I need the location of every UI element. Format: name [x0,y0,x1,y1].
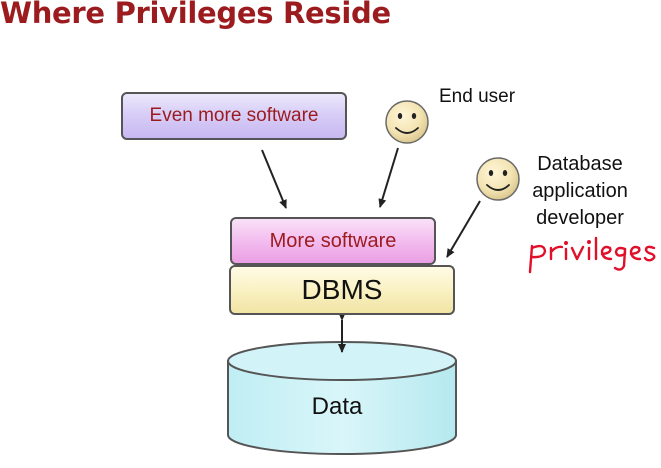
page-title: Where Privileges Reside [0,0,391,30]
dbms-box: DBMS [229,265,455,315]
developer-label-line2: application [532,180,628,202]
more-software-box: More software [230,217,436,265]
end-user-label: End user [439,86,516,107]
arrow-enduser-to-more [378,147,399,208]
database-cylinder [227,341,457,455]
data-label: Data [311,393,363,420]
even-more-software-box: Even more software [121,92,347,140]
developer-label-line1: Database [537,153,623,175]
end-user-smiley-icon [385,100,429,144]
developer-smiley-icon [476,157,520,201]
arrow-even-to-more [261,149,287,209]
arrows [261,147,481,353]
arrow-developer-to-more [446,200,481,258]
developer-label: Database application developer [520,151,640,232]
handwritten-privileges-annotation [528,236,656,274]
developer-label-line3: developer [536,207,624,229]
